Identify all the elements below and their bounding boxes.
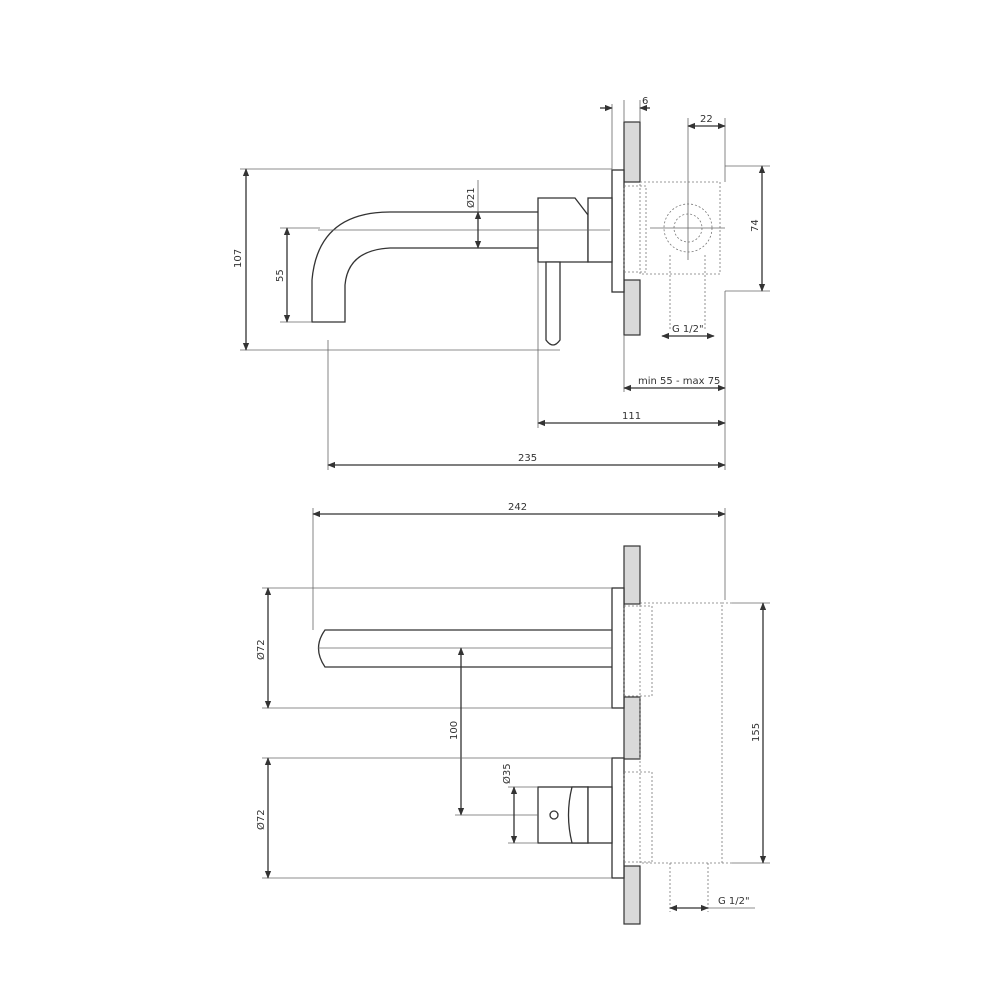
lever	[545, 261, 561, 346]
dim-body-height: 74	[750, 219, 761, 232]
dim-front-body-height: 155	[751, 723, 762, 742]
dim-thread: G 1/2"	[672, 324, 704, 335]
wall-lower	[623, 279, 641, 336]
dim-install-range: min 55 - max 75	[638, 376, 720, 387]
front-view: 242 Ø72 100 Ø35 Ø72 155 G 1/2"	[255, 502, 770, 925]
dim-handle-projection: 111	[622, 411, 641, 422]
side-view: 6 22 74 Ø21 107 55 G 1/2" min 55 - max 7	[233, 96, 770, 470]
wall-upper	[623, 121, 641, 183]
front-concealed-body	[639, 602, 723, 864]
spout-tube	[311, 211, 538, 323]
front-upper-flange	[611, 587, 625, 709]
front-handle-lever	[567, 786, 589, 844]
dim-plate-top: Ø72	[255, 639, 267, 660]
dim-spout-diameter: Ø21	[465, 187, 477, 208]
dim-spout-drop: 55	[275, 269, 286, 282]
dim-plate-bottom: Ø72	[255, 809, 267, 830]
dim-spout-projection: 235	[518, 453, 537, 464]
front-lower-flange	[611, 757, 625, 879]
dim-total-width: 242	[508, 502, 527, 513]
dim-body-depth: 22	[700, 114, 713, 125]
front-wall-bottom	[623, 865, 641, 925]
handle-screw	[549, 810, 559, 820]
dim-wall: 6	[642, 96, 648, 107]
dim-centres: 100	[449, 721, 460, 740]
front-wall-top	[623, 545, 641, 605]
front-wall-middle	[623, 696, 641, 760]
dim-total-height: 107	[233, 249, 244, 268]
front-spout	[317, 629, 612, 668]
dim-front-thread: G 1/2"	[718, 896, 750, 907]
dim-handle-diameter: Ø35	[501, 763, 513, 784]
wall-flange	[611, 169, 625, 293]
